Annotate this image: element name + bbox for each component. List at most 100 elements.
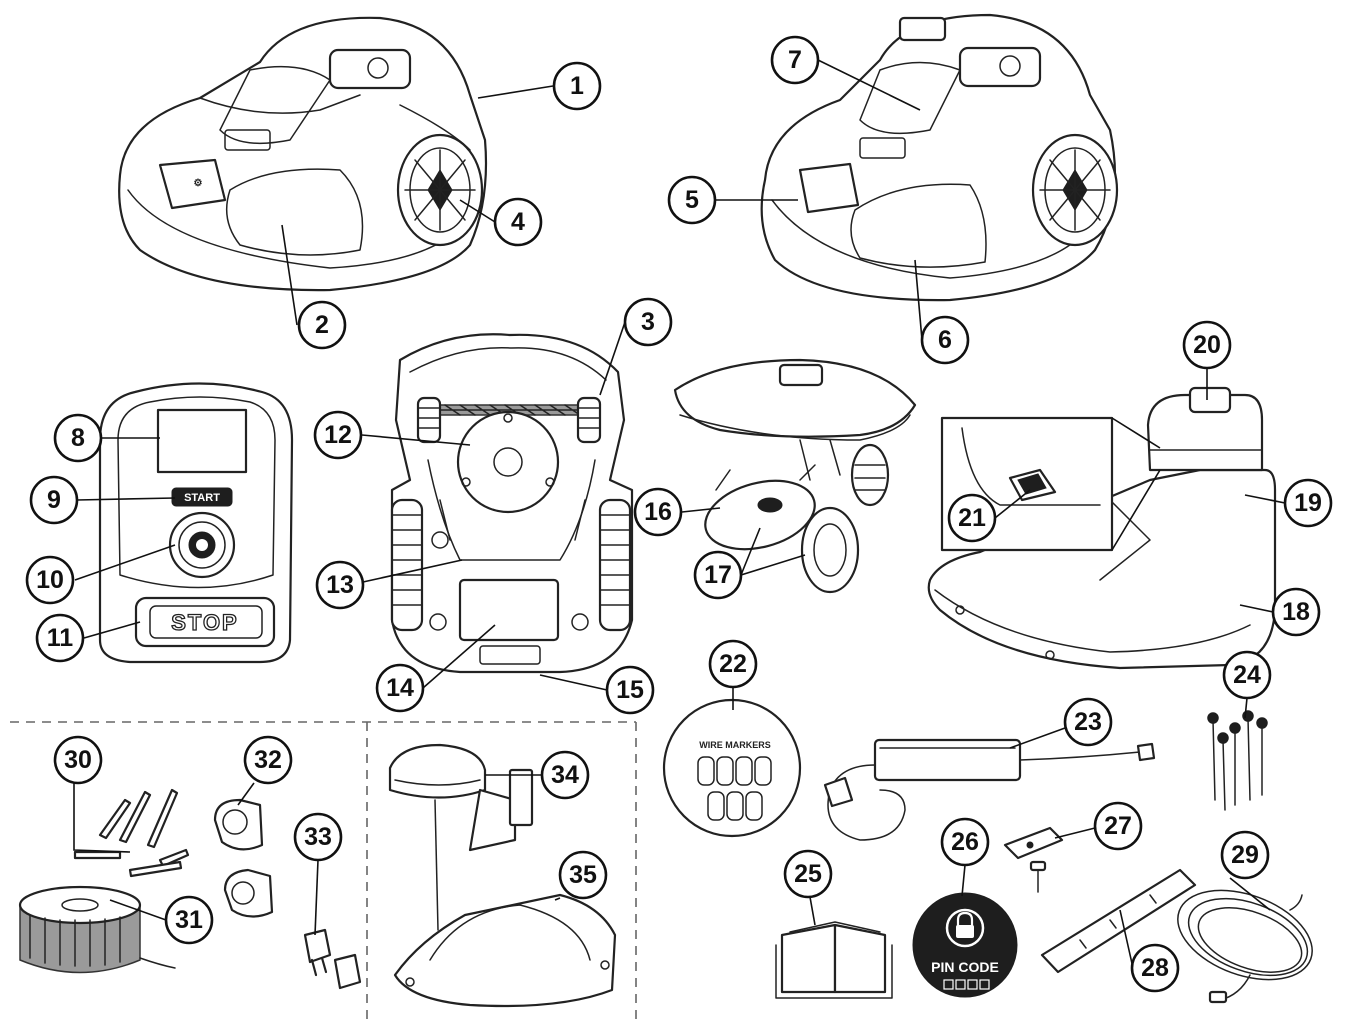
mower-front-view: ⚙ bbox=[118, 16, 488, 292]
callout-29: 29 bbox=[1220, 830, 1270, 880]
svg-text:33: 33 bbox=[304, 823, 332, 851]
front-caster-right bbox=[576, 396, 602, 444]
svg-text:22: 22 bbox=[719, 650, 747, 678]
wire-markers-sheet: WIRE MARKERS bbox=[662, 698, 802, 838]
start-button-label: START bbox=[184, 492, 220, 504]
mower-cover bbox=[393, 893, 617, 1008]
callout-12: 12 bbox=[313, 410, 363, 460]
pin-code-badge: PIN CODE bbox=[912, 892, 1018, 998]
svg-text:6: 6 bbox=[938, 326, 952, 354]
callout-11: 11 bbox=[35, 613, 85, 663]
svg-text:30: 30 bbox=[64, 746, 92, 774]
callout-14: 14 bbox=[375, 663, 425, 713]
svg-text:13: 13 bbox=[326, 571, 354, 599]
svg-text:3: 3 bbox=[641, 308, 655, 336]
rtk-antenna bbox=[388, 743, 534, 931]
svg-text:9: 9 bbox=[47, 486, 61, 514]
svg-text:35: 35 bbox=[569, 861, 597, 889]
callout-10: 10 bbox=[25, 555, 75, 605]
mower-rear-view bbox=[760, 13, 1119, 302]
callout-15: 15 bbox=[605, 665, 655, 715]
svg-text:26: 26 bbox=[951, 828, 979, 856]
svg-text:8: 8 bbox=[71, 424, 85, 452]
callout-8: 8 bbox=[53, 413, 103, 463]
callout-24: 24 bbox=[1222, 650, 1272, 700]
blade-plate bbox=[704, 479, 816, 551]
callout-13: 13 bbox=[315, 560, 365, 610]
mower-underside bbox=[390, 333, 634, 674]
svg-text:14: 14 bbox=[386, 674, 414, 702]
callout-4: 4 bbox=[493, 197, 543, 247]
svg-text:21: 21 bbox=[958, 504, 986, 532]
loop-wire-pegs bbox=[73, 788, 190, 878]
callout-32: 32 bbox=[243, 735, 293, 785]
svg-text:24: 24 bbox=[1233, 661, 1261, 689]
svg-text:12: 12 bbox=[324, 421, 352, 449]
measurement-ruler bbox=[1040, 868, 1197, 974]
callout-35: 35 bbox=[558, 850, 608, 900]
callout-27: 27 bbox=[1093, 801, 1143, 851]
wire-couplers bbox=[213, 798, 274, 918]
panel-knob bbox=[168, 511, 236, 579]
svg-text:16: 16 bbox=[644, 498, 672, 526]
low-voltage-cable bbox=[1177, 889, 1313, 1004]
callout-7: 7 bbox=[770, 35, 820, 85]
stop-button-label: STOP bbox=[171, 610, 239, 635]
callout-2: 2 bbox=[297, 300, 347, 350]
svg-text:17: 17 bbox=[704, 561, 732, 589]
callout-34: 34 bbox=[540, 750, 590, 800]
accessory-separators bbox=[10, 721, 637, 1020]
callout-19: 19 bbox=[1283, 478, 1333, 528]
wire-spool bbox=[18, 885, 176, 974]
svg-text:19: 19 bbox=[1294, 489, 1322, 517]
wire-connectors bbox=[303, 928, 362, 990]
svg-text:25: 25 bbox=[794, 860, 822, 888]
blade-closeup bbox=[673, 358, 917, 594]
callout-28: 28 bbox=[1130, 943, 1180, 993]
front-caster-left bbox=[416, 396, 442, 444]
stop-button bbox=[134, 596, 276, 648]
mower-front-wheel bbox=[396, 133, 484, 247]
blade-disc bbox=[456, 410, 560, 514]
callout-23: 23 bbox=[1063, 697, 1113, 747]
control-panel: START STOP bbox=[98, 382, 294, 664]
svg-text:7: 7 bbox=[788, 46, 802, 74]
svg-text:2: 2 bbox=[315, 311, 329, 339]
blade-wheel bbox=[800, 506, 860, 594]
leader-lines bbox=[73, 59, 1286, 969]
operator-manual bbox=[775, 921, 893, 999]
start-button bbox=[171, 487, 233, 507]
svg-text:29: 29 bbox=[1231, 841, 1259, 869]
callout-22: 22 bbox=[708, 639, 758, 689]
callout-5: 5 bbox=[667, 175, 717, 225]
svg-text:34: 34 bbox=[551, 761, 579, 789]
svg-text:32: 32 bbox=[254, 746, 282, 774]
callout-18: 18 bbox=[1271, 587, 1321, 637]
svg-text:18: 18 bbox=[1282, 598, 1310, 626]
power-supply bbox=[823, 738, 1156, 841]
svg-text:5: 5 bbox=[685, 186, 699, 214]
screws bbox=[1207, 710, 1268, 811]
svg-text:28: 28 bbox=[1141, 954, 1169, 982]
rear-wheel-left bbox=[390, 498, 424, 632]
callout-6: 6 bbox=[920, 315, 970, 365]
callout-16: 16 bbox=[633, 487, 683, 537]
callout-17: 17 bbox=[693, 550, 743, 600]
pin-code-label: PIN CODE bbox=[931, 959, 999, 975]
svg-text:27: 27 bbox=[1104, 812, 1132, 840]
callout-1: 1 bbox=[552, 61, 602, 111]
callout-9: 9 bbox=[29, 475, 79, 525]
callout-25: 25 bbox=[783, 849, 833, 899]
wire-markers-title: WIRE MARKERS bbox=[699, 740, 771, 750]
svg-text:⚙: ⚙ bbox=[194, 178, 203, 189]
svg-text:11: 11 bbox=[47, 624, 74, 652]
callout-26: 26 bbox=[940, 817, 990, 867]
callout-3: 3 bbox=[623, 297, 673, 347]
svg-text:20: 20 bbox=[1193, 331, 1221, 359]
callout-33: 33 bbox=[293, 812, 343, 862]
svg-text:1: 1 bbox=[570, 72, 584, 100]
drive-wheel-closeup bbox=[850, 443, 890, 507]
svg-text:4: 4 bbox=[511, 208, 525, 236]
mower-rear-wheel bbox=[1031, 133, 1119, 247]
